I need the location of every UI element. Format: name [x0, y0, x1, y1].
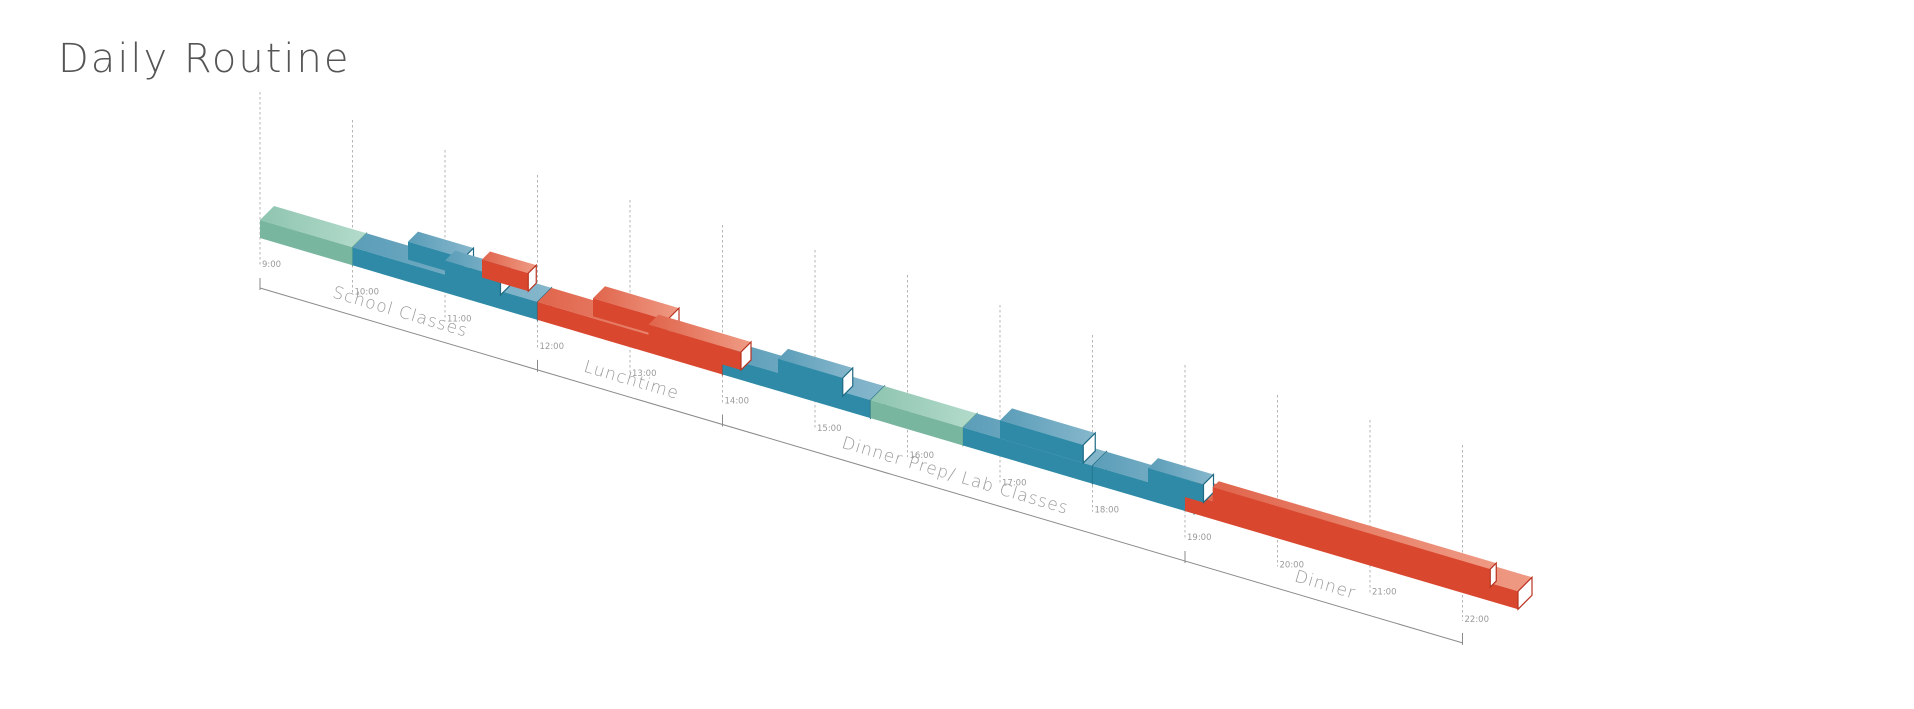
block-top [648, 314, 751, 352]
hour-label: 9:00 [262, 260, 281, 270]
block-top [870, 386, 977, 428]
activity-extrusion-red [482, 251, 537, 293]
block-front [648, 324, 741, 370]
block-end [1082, 431, 1096, 465]
axis-line [259, 287, 1463, 644]
block-end [740, 340, 752, 372]
block-front [1148, 468, 1204, 503]
activity-extrusion-red [1212, 481, 1497, 589]
page-title: Daily Routine [58, 36, 351, 82]
activity-extrusion-blue [778, 348, 854, 398]
block-top [260, 206, 367, 248]
block-top [1212, 481, 1497, 570]
activity-extrusion-blue [1000, 408, 1096, 465]
hour-label: 13:00 [632, 369, 657, 379]
block-top [1000, 408, 1096, 445]
hour-label: 15:00 [817, 424, 842, 434]
block-front [963, 427, 1093, 484]
block-end [842, 366, 854, 398]
activity-block-green [260, 206, 368, 267]
block-front [482, 259, 529, 292]
block-top [1148, 458, 1214, 485]
hour-label: 11:00 [447, 315, 472, 325]
block-front [1000, 420, 1084, 463]
block-top [778, 348, 853, 378]
activity-extrusion-red [648, 314, 752, 372]
block-front [722, 356, 871, 419]
hour-label: 18:00 [1095, 506, 1120, 516]
block-front [352, 247, 538, 320]
activity-blocks [260, 206, 1533, 611]
block-top [482, 251, 537, 274]
block-front [1092, 465, 1195, 514]
hour-label: 22:00 [1465, 615, 1490, 625]
activity-block-green [870, 386, 978, 447]
hour-label: 19:00 [1187, 533, 1212, 543]
block-end [1517, 575, 1533, 611]
hour-label: 16:00 [910, 451, 935, 461]
block-front [1185, 493, 1518, 610]
hour-guides [259, 92, 1463, 621]
hour-label: 17:00 [1002, 478, 1027, 488]
block-front [537, 301, 723, 375]
block-front [870, 400, 963, 446]
block-end [527, 263, 537, 293]
hour-label: 20:00 [1280, 560, 1305, 570]
hour-label: 21:00 [1372, 588, 1397, 598]
block-front [445, 260, 501, 295]
hour-labels: 9:00 10:00 11:00 12:00 13:00 14:00 15:00 16:00 1… [262, 260, 1489, 625]
activity-extrusion-blue [1148, 458, 1215, 504]
hour-label: 10:00 [355, 287, 380, 297]
block-front [1212, 487, 1491, 588]
hour-label: 12:00 [540, 342, 565, 352]
block-end [1489, 561, 1497, 589]
phase-label: Lunchtime [581, 357, 681, 404]
phase-label: Dinner [1292, 567, 1358, 604]
hour-label: 14:00 [725, 397, 750, 407]
block-front [778, 358, 843, 396]
block-top [593, 286, 679, 321]
block-front [260, 220, 353, 266]
